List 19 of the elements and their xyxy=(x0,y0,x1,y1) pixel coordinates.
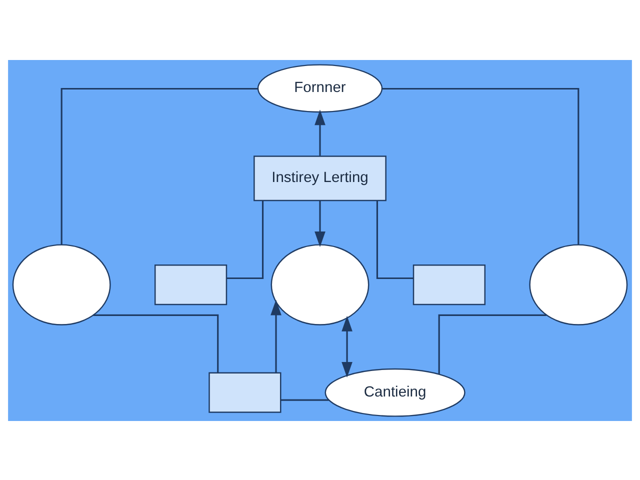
arrow xyxy=(342,315,352,377)
arrow xyxy=(270,299,282,372)
node-ellipse: Cantieing xyxy=(324,368,466,416)
connector xyxy=(376,200,414,279)
connector xyxy=(438,314,546,374)
node-ellipse: Fornner xyxy=(257,64,383,112)
connector xyxy=(93,314,219,372)
connector xyxy=(382,87,580,244)
arrow xyxy=(314,109,326,156)
connector xyxy=(280,398,329,400)
connector xyxy=(60,87,258,244)
node-box xyxy=(412,264,486,305)
node-box xyxy=(154,264,228,305)
arrow xyxy=(314,200,326,247)
node-box: Instirey Lerting xyxy=(254,155,386,201)
node-circle xyxy=(12,244,111,325)
node-box xyxy=(208,372,282,412)
connector xyxy=(226,200,264,279)
node-circle xyxy=(529,244,628,325)
